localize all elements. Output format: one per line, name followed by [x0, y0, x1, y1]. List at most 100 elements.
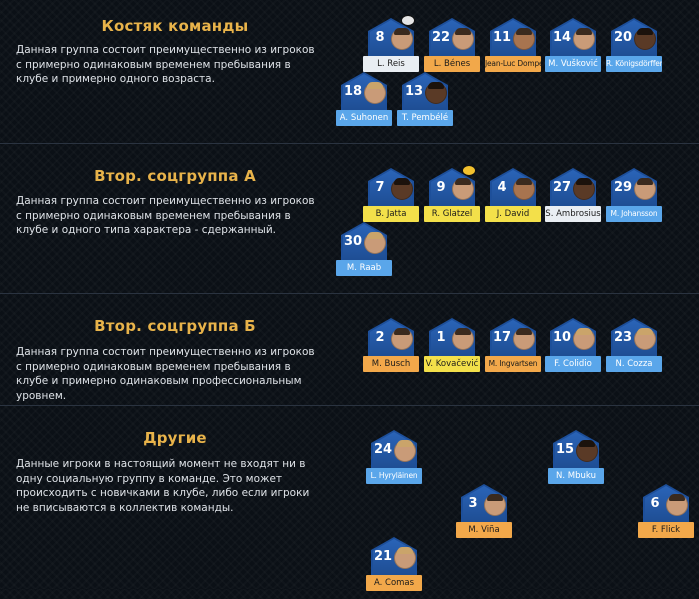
- player-number: 10: [552, 330, 572, 345]
- group-description: Данные игроки в настоящий момент не вход…: [16, 458, 310, 514]
- player-photo: [634, 328, 656, 350]
- group-description: Данная группа состоит преимущественно из…: [16, 346, 315, 402]
- player-name: M. Ingvartsen: [485, 356, 541, 372]
- player-name: A. Comas: [366, 575, 422, 591]
- player-photo: [513, 178, 535, 200]
- player-name: B. Jatta: [363, 206, 419, 222]
- player-number: 22: [431, 30, 451, 45]
- player-photo: [513, 328, 535, 350]
- player-photo: [634, 178, 656, 200]
- player-photo: [391, 178, 413, 200]
- player-name: M. Viña: [456, 522, 512, 538]
- player-photo: [391, 328, 413, 350]
- player-card[interactable]: 24 L. Hyryläinen: [366, 430, 422, 492]
- player-name: R. Glatzel: [424, 206, 480, 222]
- group-title: Втор. соцгруппа Б: [94, 317, 256, 335]
- player-number: 6: [650, 496, 660, 511]
- player-number: 8: [375, 30, 385, 45]
- player-name: M. Johansson: [606, 206, 662, 222]
- player-card[interactable]: 7 B. Jatta: [363, 168, 419, 230]
- player-number: 29: [613, 180, 633, 195]
- group-secondary-b: Втор. соцгруппа Б Данная группа состоит …: [0, 294, 699, 405]
- player-card[interactable]: 11 Jean-Luc Dompé: [485, 18, 541, 80]
- player-photo: [573, 178, 595, 200]
- player-name: M. Busch: [363, 356, 419, 372]
- player-card[interactable]: 23 N. Cozza: [606, 318, 662, 380]
- player-card[interactable]: 6 F. Flick: [638, 484, 694, 546]
- player-number: 1: [436, 330, 446, 345]
- player-number: 20: [613, 30, 633, 45]
- player-card[interactable]: 27 S. Ambrosius: [545, 168, 601, 230]
- player-card[interactable]: 17 M. Ingvartsen: [485, 318, 541, 380]
- player-photo: [634, 28, 656, 50]
- player-card[interactable]: 21 A. Comas: [366, 537, 422, 599]
- player-card[interactable]: 14 M. Vušković: [545, 18, 601, 80]
- player-photo: [425, 82, 447, 104]
- player-photo: [452, 328, 474, 350]
- player-photo: [513, 28, 535, 50]
- player-photo: [573, 28, 595, 50]
- player-card[interactable]: 18 A. Suhonen: [336, 72, 392, 134]
- group-core: Костяк команды Данная группа состоит пре…: [0, 0, 699, 143]
- group-others: Другие Данные игроки в настоящий момент …: [0, 406, 699, 589]
- player-card[interactable]: 20 R. Königsdörffer: [606, 18, 662, 80]
- player-photo: [364, 82, 386, 104]
- player-photo: [394, 440, 416, 462]
- player-photo: [452, 28, 474, 50]
- player-number: 11: [492, 30, 512, 45]
- player-name: S. Ambrosius: [545, 206, 601, 222]
- player-name: F. Flick: [638, 522, 694, 538]
- player-card[interactable]: 8 L. Reis: [363, 15, 419, 80]
- player-card[interactable]: 9 R. Glatzel: [424, 165, 480, 230]
- player-name: Jean-Luc Dompé: [485, 56, 541, 72]
- player-photo: [484, 494, 506, 516]
- player-photo: [576, 440, 598, 462]
- player-card[interactable]: 2 M. Busch: [363, 318, 419, 380]
- group-title: Костяк команды: [101, 17, 249, 35]
- player-name: A. Suhonen: [336, 110, 392, 126]
- player-name: M. Raab: [336, 260, 392, 276]
- player-card[interactable]: 10 F. Colidio: [545, 318, 601, 380]
- player-number: 30: [343, 234, 363, 249]
- player-name: L. Bénes: [424, 56, 480, 72]
- player-card[interactable]: 30 M. Raab: [336, 222, 392, 284]
- player-card[interactable]: 3 M. Viña: [456, 484, 512, 546]
- leader-badge-icon: [401, 15, 415, 26]
- section-divider: [0, 143, 699, 144]
- player-number: 7: [375, 180, 385, 195]
- player-card[interactable]: 1 V. Kovačević: [424, 318, 480, 380]
- player-name: J. David: [485, 206, 541, 222]
- player-card[interactable]: 29 M. Johansson: [606, 168, 662, 230]
- player-photo: [452, 178, 474, 200]
- player-photo: [666, 494, 688, 516]
- player-photo: [364, 232, 386, 254]
- player-card[interactable]: 13 T. Pembélé: [397, 72, 453, 134]
- player-name: N. Cozza: [606, 356, 662, 372]
- player-photo: [394, 547, 416, 569]
- player-name: L. Reis: [363, 56, 419, 72]
- player-number: 18: [343, 84, 363, 99]
- player-number: 2: [375, 330, 385, 345]
- player-name: M. Vušković: [545, 56, 601, 72]
- player-photo: [573, 328, 595, 350]
- player-name: N. Mbuku: [548, 468, 604, 484]
- player-number: 14: [552, 30, 572, 45]
- player-card[interactable]: 4 J. David: [485, 168, 541, 230]
- player-number: 3: [468, 496, 478, 511]
- player-number: 24: [373, 442, 393, 457]
- player-number: 9: [436, 180, 446, 195]
- player-number: 27: [552, 180, 572, 195]
- group-description: Данная группа состоит преимущественно из…: [16, 195, 315, 236]
- group-description: Данная группа состоит преимущественно из…: [16, 44, 315, 85]
- group-secondary-a: Втор. соцгруппа А Данная группа состоит …: [0, 144, 699, 294]
- player-name: F. Colidio: [545, 356, 601, 372]
- player-name: T. Pembélé: [397, 110, 453, 126]
- player-name: R. Königsdörffer: [606, 56, 662, 72]
- player-card[interactable]: 22 L. Bénes: [424, 18, 480, 80]
- player-photo: [391, 28, 413, 50]
- player-card[interactable]: 15 N. Mbuku: [548, 430, 604, 492]
- player-number: 13: [404, 84, 424, 99]
- player-number: 21: [373, 549, 393, 564]
- player-number: 17: [492, 330, 512, 345]
- player-number: 23: [613, 330, 633, 345]
